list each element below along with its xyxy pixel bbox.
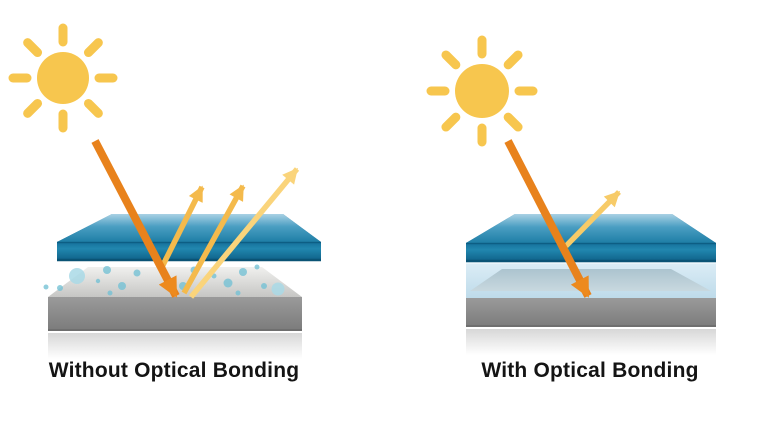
reflected-ray-arrow-2 (181, 184, 246, 295)
bubble (43, 284, 49, 290)
panel-reflection (466, 329, 716, 355)
reflected-ray-arrow (564, 190, 621, 248)
figure-with-bonding (426, 35, 716, 355)
bubble (69, 268, 85, 284)
sun-icon (8, 23, 118, 133)
bubble (223, 278, 233, 288)
bubble (239, 268, 247, 276)
bubble (103, 266, 111, 274)
display-panel-layer (466, 298, 716, 355)
incident-ray-arrow (91, 139, 180, 298)
reflected-ray-arrow-3 (188, 167, 300, 299)
sun-icon (426, 35, 538, 147)
incident-ray-arrow (504, 139, 592, 298)
bubble (261, 283, 267, 289)
figure-without-bonding (8, 23, 321, 359)
reflected-ray-arrow-1 (158, 185, 205, 271)
bubble (57, 285, 63, 291)
bubble (235, 290, 241, 296)
caption-without-bonding: Without Optical Bonding (48, 359, 300, 382)
bubble (254, 264, 260, 270)
panel-reflection (48, 333, 302, 359)
cover-glass-layer (466, 214, 716, 263)
bubble (271, 282, 285, 296)
bubble (107, 290, 113, 296)
optical-bonding-layer (466, 262, 716, 298)
display-panel-layer (48, 267, 302, 359)
caption-with-bonding: With Optical Bonding (481, 359, 699, 382)
bubble (95, 278, 101, 284)
cover-glass-layer (57, 214, 321, 262)
bubble (118, 282, 126, 290)
bubble (133, 269, 141, 277)
